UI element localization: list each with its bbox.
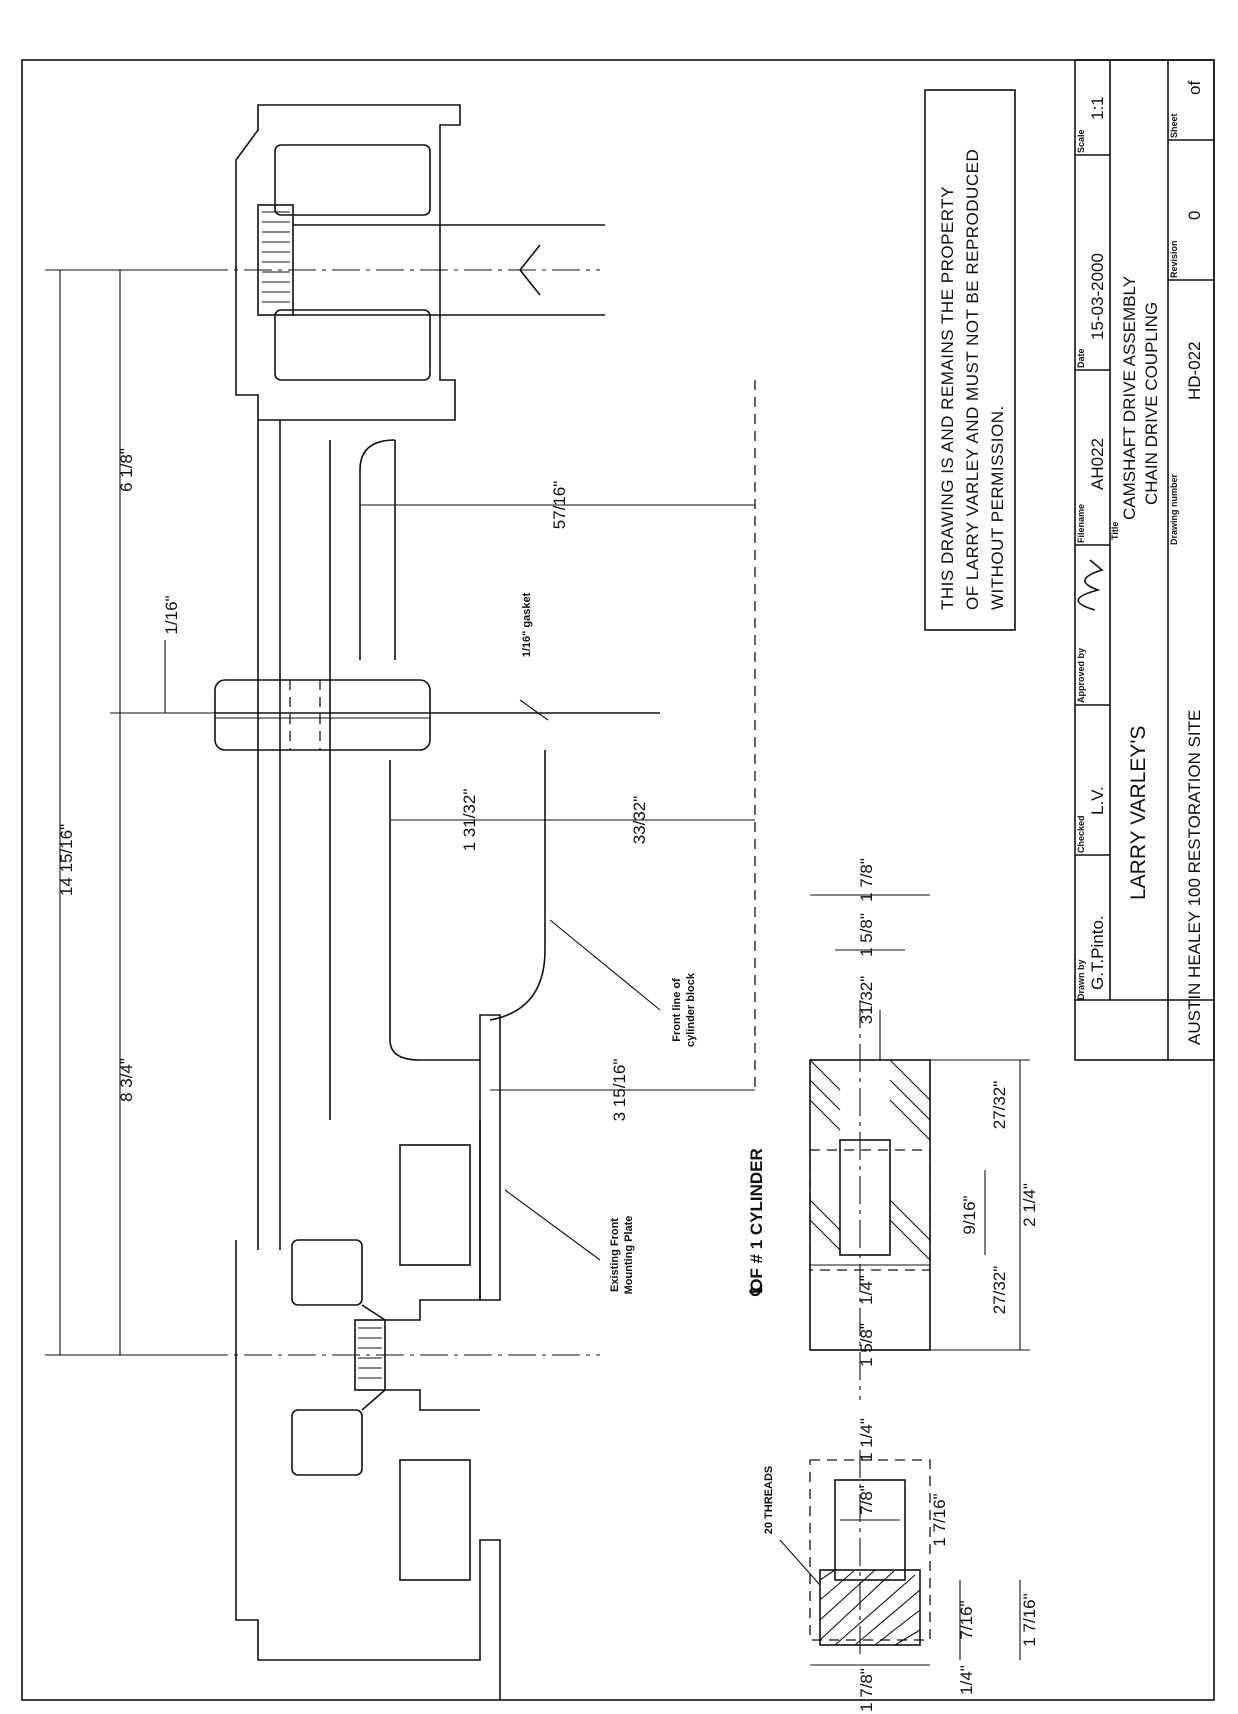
- bottom-housing-outline: [235, 1240, 501, 1700]
- owner-name: LARRY VARLEY'S: [1127, 726, 1150, 900]
- bottom-hub-outline: [361, 1299, 480, 1411]
- assembly-view: 14 15/16" 6 1/8" 8 3/4" 1/16" 57/16" 1/1…: [45, 104, 766, 1700]
- top-housing-outline: [235, 104, 461, 421]
- bottom-sprocket-lower: [291, 1409, 363, 1476]
- top-sprocket-lower: [274, 309, 431, 381]
- coupling-shaft: [257, 420, 281, 1250]
- drawn-by-value: G.T.Pinto.: [1088, 915, 1107, 990]
- drawing-number-label: Drawing number: [1169, 473, 1179, 545]
- camshaft-body: [293, 224, 605, 316]
- top-threaded-insert: [257, 204, 294, 316]
- dim-6-1-8: 6 1/8": [117, 448, 136, 492]
- title-label: Title: [1110, 522, 1120, 540]
- plug-solid-section: [819, 1569, 921, 1646]
- dim-27-32-a: 27/32": [990, 1081, 1009, 1130]
- dim-7-8: 7/8": [857, 1485, 876, 1515]
- cylinder-centre-note: OF # 1 CYLINDER: [747, 1148, 766, 1292]
- gasket-note: 1/16" gasket: [521, 592, 533, 657]
- filename-value: AH022: [1088, 438, 1107, 490]
- drawn-by-label: Drawn by: [1076, 959, 1086, 1000]
- dim-27-32-b: 27/32": [990, 1266, 1009, 1315]
- dim-1-1-4: 1 1/4": [857, 1418, 876, 1462]
- front-mounting-plate: [479, 1014, 501, 1301]
- dim-5-7-16: 57/16": [550, 481, 569, 530]
- bottom-block-lower: [399, 1459, 471, 1581]
- approval-signature: [1077, 559, 1104, 611]
- dim-8-3-4: 8 3/4": [117, 1058, 136, 1102]
- coupling-threaded-bore: [839, 1139, 891, 1256]
- dim-1-7-8-a: 1 7/8": [857, 858, 876, 902]
- dim-3-15-16: 3 15/16": [610, 1059, 629, 1122]
- revision-value: 0: [1185, 211, 1204, 220]
- front-line-leader: [549, 919, 661, 1011]
- mounting-plate-note-1: Existing Front: [609, 1218, 621, 1292]
- dim-9-16: 9/16": [960, 1195, 979, 1234]
- coupling-flange: [214, 679, 431, 751]
- plug-outline-hidden: [809, 1459, 931, 1641]
- shaft-inner-lines: [329, 440, 396, 1120]
- filename-label: Filename: [1076, 504, 1086, 543]
- dim-1-4-a: 1/4": [857, 1275, 876, 1305]
- shaft-lower-outline: [389, 760, 480, 1061]
- dim-1-7-16-a: 1 7/16": [930, 1493, 949, 1546]
- dim-1-31-32: 1 31/32": [460, 789, 479, 852]
- bottom-thread-lines: [358, 1327, 382, 1379]
- bottom-block-upper: [399, 1144, 471, 1266]
- dim-3-3-32: 33/32": [630, 796, 649, 845]
- sheet-border: [21, 59, 1215, 1701]
- title-line-2: CHAIN DRIVE COUPLING: [1142, 302, 1161, 505]
- scale-value: 1:1: [1088, 96, 1107, 120]
- shaft-fillet-top: [359, 439, 396, 660]
- plug-hatching: [819, 1569, 921, 1646]
- date-value: 15-03-2000: [1088, 253, 1107, 340]
- checked-label: Checked: [1076, 815, 1086, 853]
- gasket-leader: [519, 699, 549, 721]
- dim-1-5-8-b: 1 5/8": [857, 1323, 876, 1367]
- notice-box: [924, 89, 1016, 631]
- detail-coupling-section: 1 7/8" 1 5/8" 31/32" 27/32" 2 1/4" 9/16"…: [809, 858, 1039, 1400]
- coupling-hatching: [809, 1059, 931, 1261]
- date-label: Date: [1076, 348, 1086, 368]
- detail-threaded-plug: 1 1/4" 7/8" 1 7/16" 7/16" 1 7/16" 1/4" 1…: [763, 1418, 1039, 1712]
- dim-1-7-16-b: 1 7/16": [1020, 1593, 1039, 1646]
- threads-note: 20 THREADS: [763, 1466, 775, 1534]
- notice-line-1: THIS DRAWING IS AND REMAINS THE PROPERTY: [938, 186, 957, 610]
- dim-14-15-16: 14 15/16": [57, 824, 76, 896]
- threads-leader: [779, 1539, 821, 1586]
- front-line-note-2: cylinder block: [685, 972, 697, 1047]
- scale-label: Scale: [1076, 129, 1086, 153]
- mounting-plate-note-2: Mounting Plate: [623, 1216, 635, 1295]
- coupling-detail-body: [809, 1059, 931, 1351]
- centreline-symbol: ℄: [747, 1283, 766, 1296]
- title-line-1: CAMSHAFT DRIVE ASSEMBLY: [1120, 276, 1139, 520]
- dim-1-16: 1/16": [162, 595, 181, 634]
- sheet-value: of: [1185, 81, 1204, 95]
- checked-value: L.V.: [1088, 786, 1107, 815]
- site-name: AUSTIN HEALEY 100 RESTORATION SITE: [1185, 710, 1204, 1045]
- dim-31-32: 31/32": [857, 976, 876, 1025]
- revision-label: Revision: [1169, 240, 1179, 278]
- dim-2-1-4: 2 1/4": [1020, 1183, 1039, 1227]
- notice-line-2: OF LARRY VARLEY AND MUST NOT BE REPRODUC…: [963, 149, 982, 610]
- sheet-label: Sheet: [1169, 113, 1179, 138]
- coupling-detail-hidden: [809, 1149, 931, 1271]
- top-thread-lines: [262, 211, 290, 303]
- dim-1-7-8-b: 1 7/8": [857, 1668, 876, 1712]
- bottom-sprocket-upper: [291, 1239, 363, 1306]
- title-block: Drawn by G.T.Pinto. Checked L.V. Approve…: [1074, 59, 1215, 1061]
- approved-label: Approved by: [1076, 648, 1086, 703]
- drawing-number-value: HD-022: [1185, 341, 1204, 400]
- copyright-notice: THIS DRAWING IS AND REMAINS THE PROPERTY…: [924, 89, 1016, 631]
- cylinder-block-front: [489, 750, 546, 1021]
- notice-line-3: WITHOUT PERMISSION.: [988, 405, 1007, 610]
- mounting-plate-leader: [504, 1189, 601, 1261]
- top-sprocket-upper: [274, 144, 431, 216]
- title-block-frame: [1074, 59, 1215, 1061]
- front-line-note-1: Front line of: [671, 978, 683, 1042]
- dim-1-4-b: 1/4": [957, 1665, 976, 1695]
- dim-1-5-8-a: 1 5/8": [857, 913, 876, 957]
- dim-7-16: 7/16": [957, 1600, 976, 1639]
